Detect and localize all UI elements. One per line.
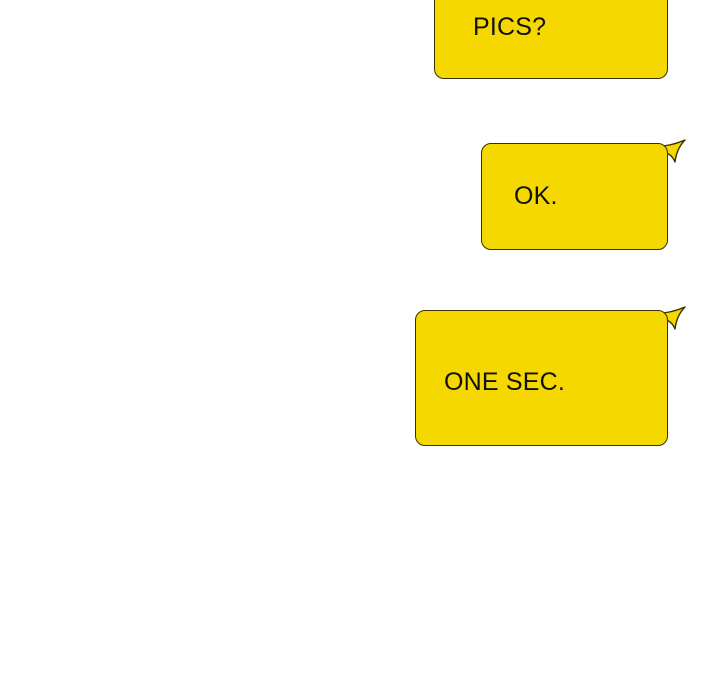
speech-bubble-text: OK. <box>514 182 558 211</box>
speech-bubble-onesec: ONE SEC. <box>415 310 668 446</box>
speech-bubble-pics: PICS? <box>434 0 668 79</box>
speech-bubble-ok: OK. <box>481 143 668 250</box>
speech-bubble-text: PICS? <box>473 12 547 41</box>
speech-bubble-text: ONE SEC. <box>444 367 566 396</box>
